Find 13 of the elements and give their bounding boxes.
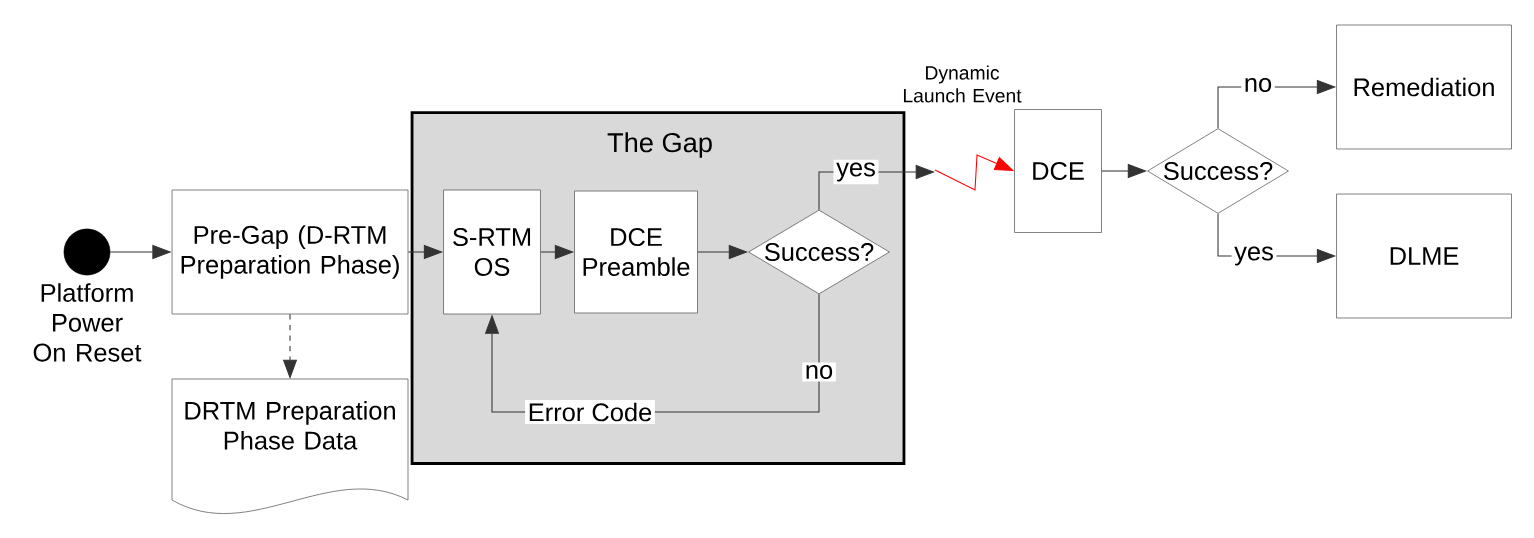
process-box: DLME <box>1336 193 1512 319</box>
edge-label: no <box>802 362 836 382</box>
edge-label: yes <box>1231 243 1277 269</box>
process-box: DCE Preamble <box>574 190 698 314</box>
start-circle <box>63 228 111 276</box>
process-box: Remediation <box>1336 24 1512 150</box>
text-label: Error Code <box>525 400 655 424</box>
edge-label: no <box>1241 75 1275 95</box>
edge-label: Dynamic Launch Event <box>904 65 1022 103</box>
process-box: DCE <box>1014 109 1102 233</box>
process-box: S-RTM OS <box>443 189 541 315</box>
node-caption: Platform Power On Reset <box>33 283 142 362</box>
process-box: Pre-Gap (D-RTM Preparation Phase) <box>171 189 409 315</box>
